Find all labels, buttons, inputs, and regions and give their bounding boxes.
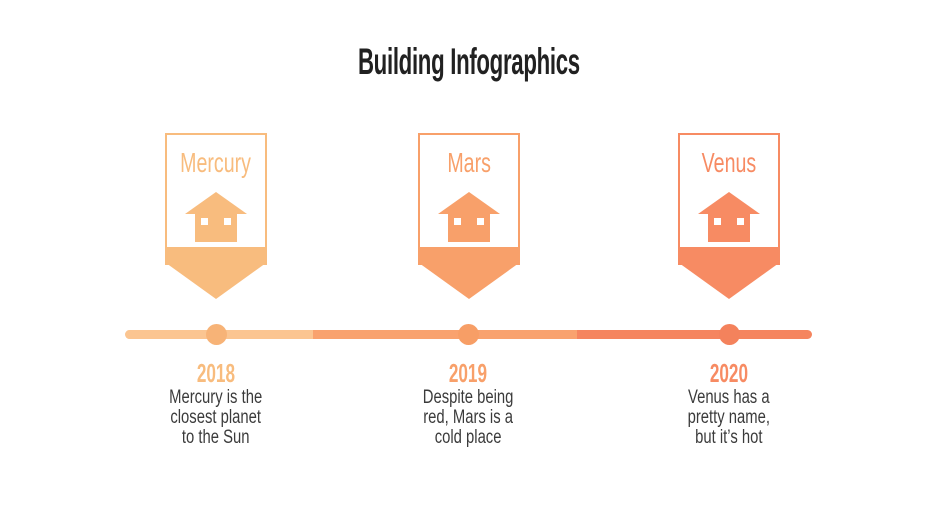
banner-pennant bbox=[418, 133, 520, 299]
house-window bbox=[201, 218, 208, 225]
house-roof bbox=[438, 192, 500, 214]
timeline-dot-2018 bbox=[206, 324, 227, 345]
house-icon bbox=[698, 192, 760, 242]
description-venus: Venus has a pretty name, but it’s hot bbox=[687, 387, 771, 448]
planet-name: Venus bbox=[701, 147, 757, 178]
timeline-segment-2019 bbox=[313, 330, 577, 339]
house-roof bbox=[185, 192, 247, 214]
timeline-dot-2019 bbox=[458, 324, 479, 345]
house-window bbox=[224, 218, 231, 225]
year-label-mars: 2019 bbox=[448, 358, 488, 388]
house-window bbox=[477, 218, 484, 225]
banner-label: Mercury bbox=[165, 147, 267, 179]
house-window bbox=[737, 218, 744, 225]
banner-venus: Venus bbox=[678, 133, 780, 300]
description-mercury: Mercury is the closest planet to the Sun bbox=[169, 387, 263, 448]
house-icon bbox=[185, 192, 247, 242]
house-body bbox=[448, 213, 490, 242]
house-roof bbox=[698, 192, 760, 214]
banner-tail bbox=[419, 247, 519, 299]
house-body bbox=[195, 213, 237, 242]
title-row: Building Infographics bbox=[0, 40, 937, 92]
banner-pennant bbox=[165, 133, 267, 299]
banner-pennant bbox=[678, 133, 780, 299]
timeline-segment-2020 bbox=[577, 330, 812, 339]
year-label-mercury: 2018 bbox=[196, 358, 236, 388]
timeline-dot-2020 bbox=[719, 324, 740, 345]
description-mars: Despite being red, Mars is a cold place bbox=[422, 387, 514, 448]
banner-tail bbox=[679, 247, 779, 299]
house-window bbox=[454, 218, 461, 225]
banner-mars: Mars bbox=[418, 133, 520, 300]
banner-label: Mars bbox=[418, 147, 520, 179]
banner-tail bbox=[166, 247, 266, 299]
house-body bbox=[708, 213, 750, 242]
house-icon bbox=[438, 192, 500, 242]
planet-name: Mercury bbox=[180, 147, 252, 178]
banner-mercury: Mercury bbox=[165, 133, 267, 300]
year-label-venus: 2020 bbox=[709, 358, 749, 388]
page-title: Building Infographics bbox=[357, 41, 580, 82]
house-window bbox=[714, 218, 721, 225]
banner-label: Venus bbox=[678, 147, 780, 179]
planet-name: Mars bbox=[447, 147, 491, 178]
